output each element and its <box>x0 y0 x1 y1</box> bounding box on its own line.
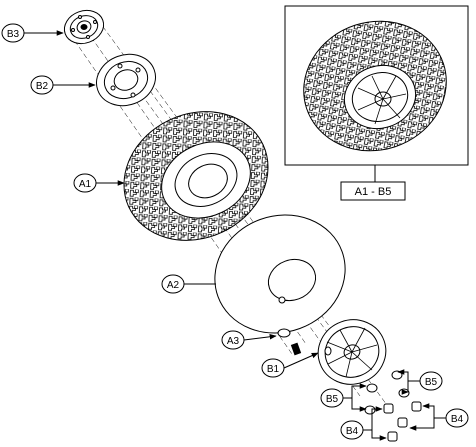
callout-b5-right: B5 <box>419 371 443 391</box>
inset-caption: A1 - B5 <box>355 186 392 198</box>
rim-half-b2 <box>96 53 156 107</box>
callout-a1: A1 <box>73 173 97 193</box>
hub-flange-b3 <box>63 9 105 45</box>
leader-lines <box>24 30 446 441</box>
callout-b5-left: B5 <box>320 388 344 408</box>
callout-b4-right-label: B4 <box>451 414 464 425</box>
callout-b2-label: B2 <box>36 81 49 92</box>
callout-b1: B1 <box>261 358 285 378</box>
callout-b1-label: B1 <box>267 364 280 375</box>
callout-b3: B3 <box>1 23 25 43</box>
callout-a1-label: A1 <box>79 179 92 190</box>
callout-b5-right-label: B5 <box>425 377 438 388</box>
callout-b4-right: B4 <box>445 408 469 428</box>
callout-b5-left-label: B5 <box>326 394 339 405</box>
rim-half-b1 <box>317 319 387 385</box>
callout-a2: A2 <box>161 274 185 294</box>
hardware-nuts-bolts <box>364 370 422 442</box>
inset-caption-box <box>340 181 406 201</box>
callout-a3-label: A3 <box>227 336 240 347</box>
inner-tube-a2 <box>214 214 346 334</box>
callout-b2: B2 <box>30 75 54 95</box>
callout-a2-label: A2 <box>167 280 180 291</box>
assembled-wheel-inset: A1 - B5 <box>284 5 469 201</box>
callout-b4-left: B4 <box>340 420 364 440</box>
callout-a3: A3 <box>221 330 245 350</box>
tire-a1 <box>123 111 269 241</box>
callout-b4-left-label: B4 <box>346 426 359 437</box>
callout-b3-label: B3 <box>7 29 20 40</box>
valve-stem-a3 <box>277 328 302 356</box>
